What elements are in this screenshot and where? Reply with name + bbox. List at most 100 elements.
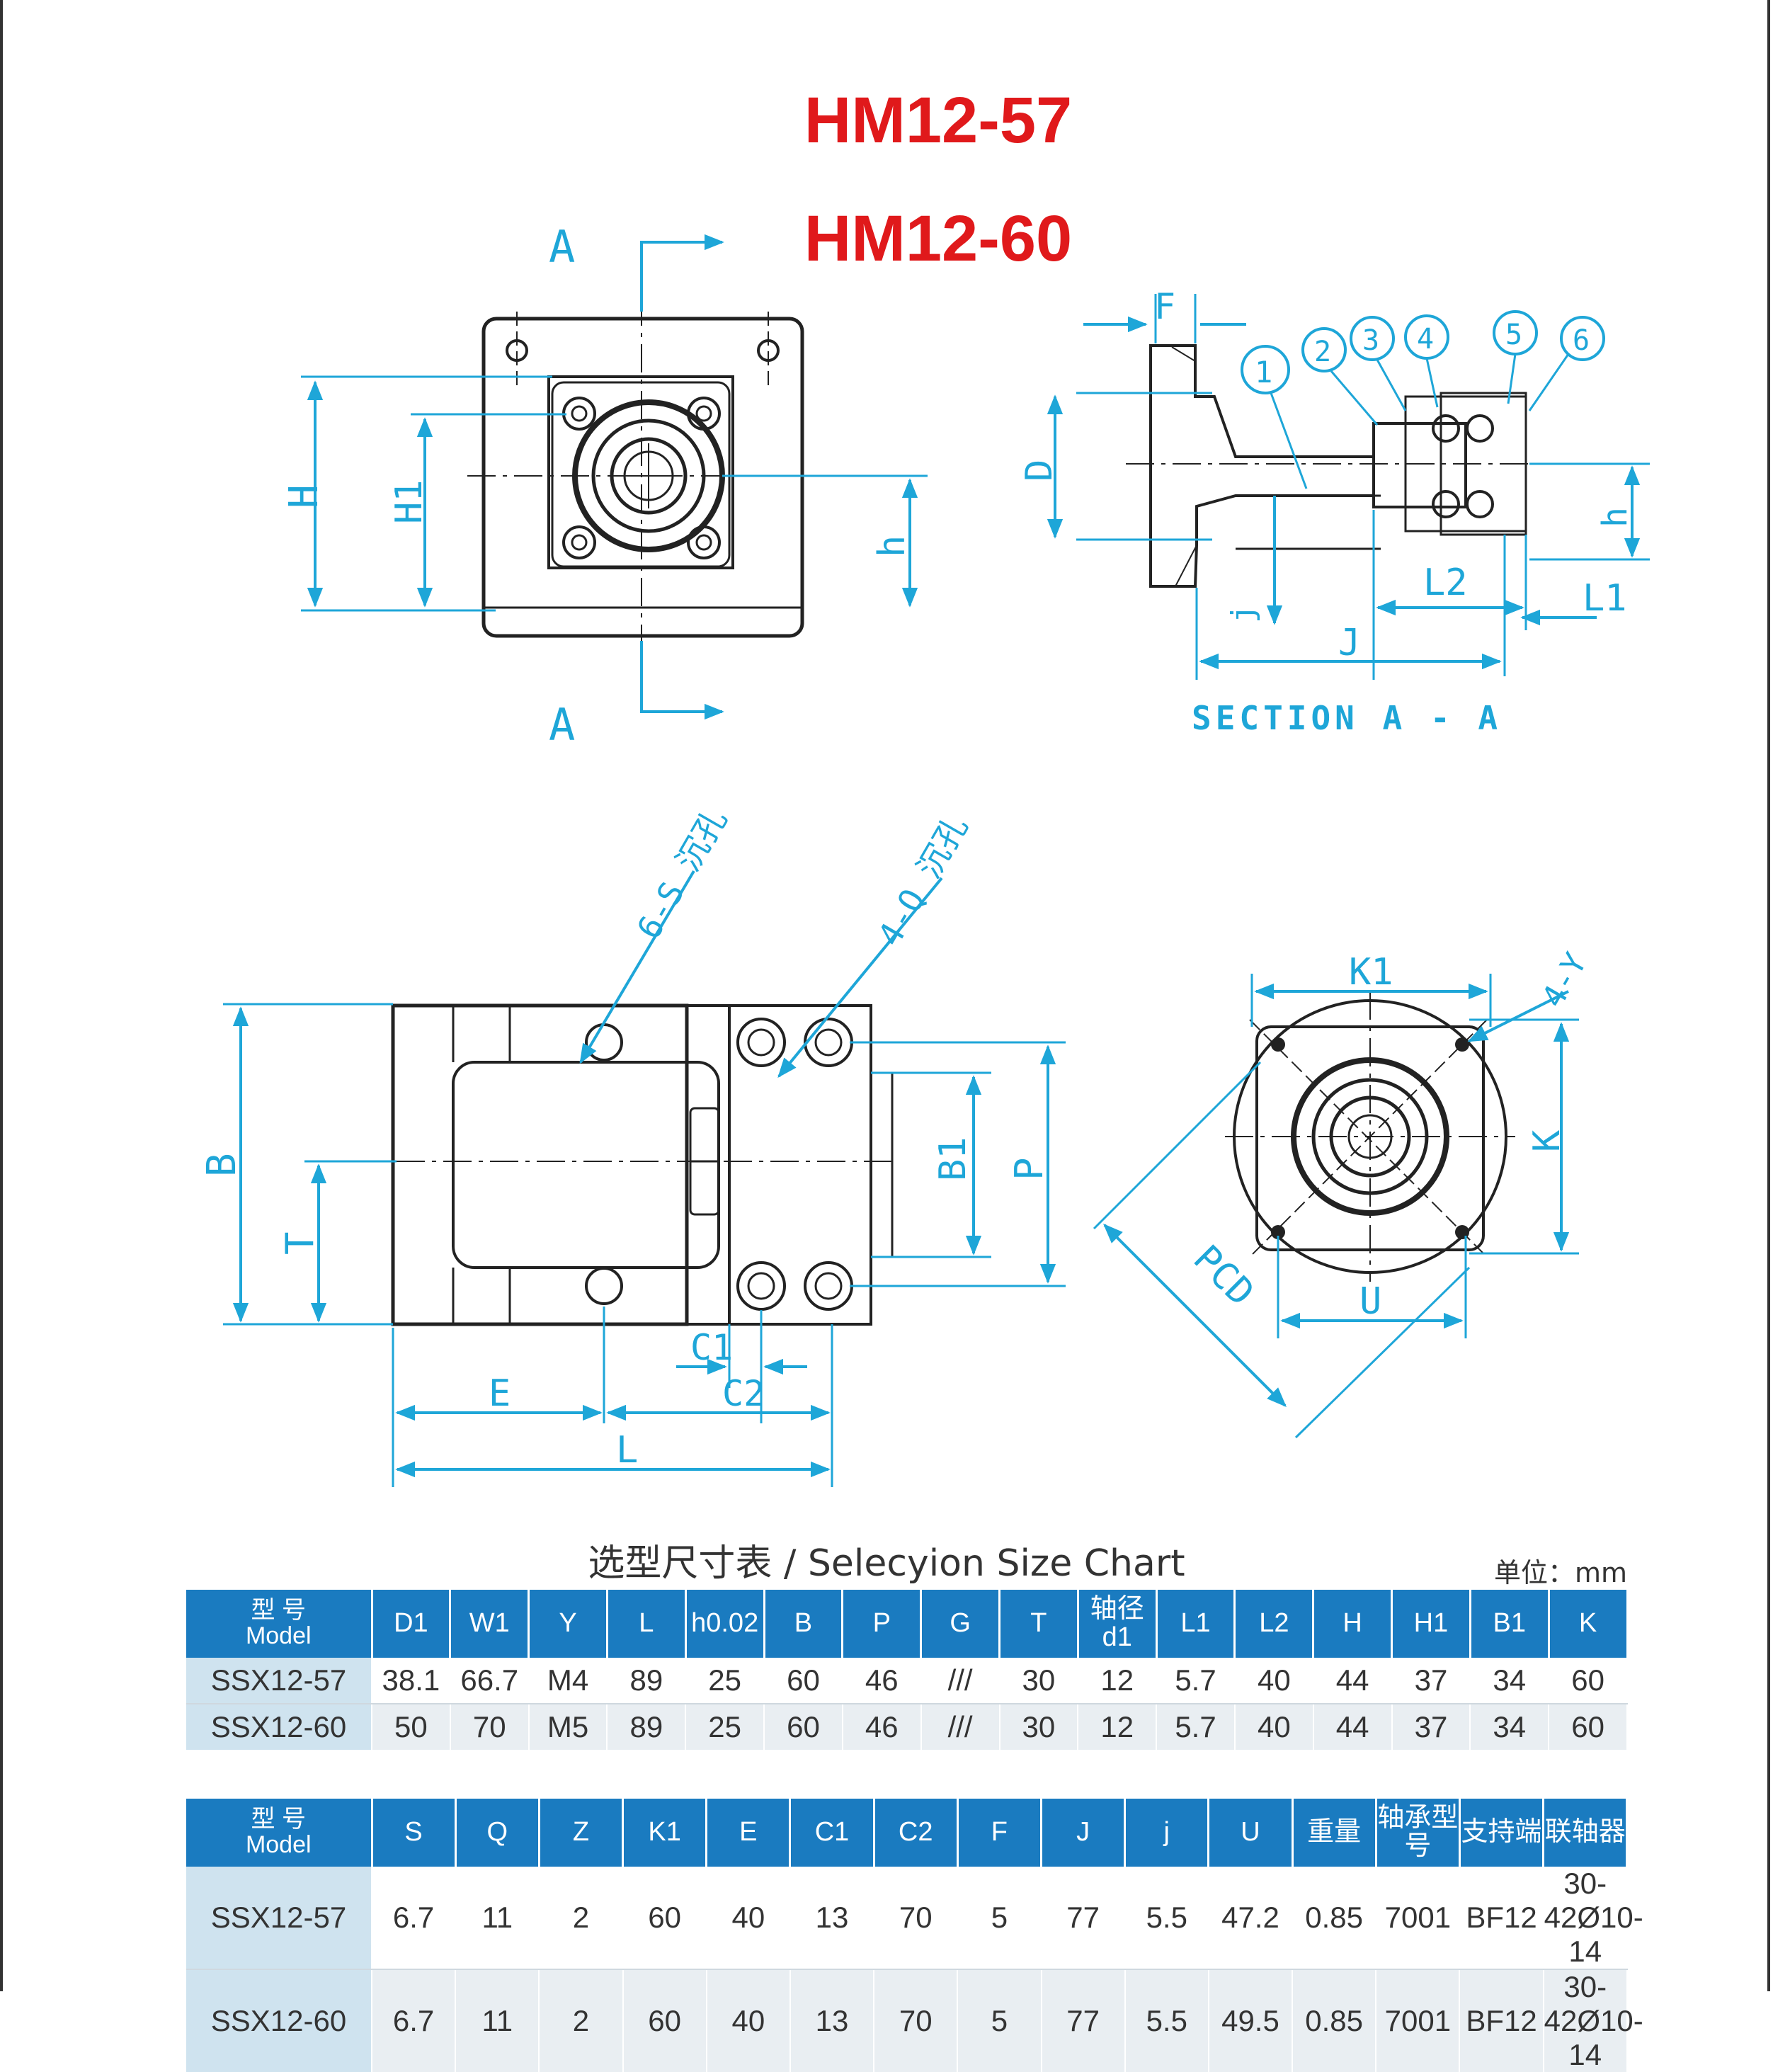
value-cell: 89 (607, 1658, 687, 1704)
value-cell: 11 (455, 1867, 540, 1970)
model-header-line: Model (245, 1831, 312, 1858)
dim-h-front: h (871, 535, 913, 557)
balloon-4: 4 (1417, 323, 1434, 355)
section-mark-top: A (549, 221, 575, 273)
dim-H: H (281, 484, 327, 508)
column-header: C1 (789, 1799, 875, 1867)
section-mark-bottom: A (549, 699, 575, 751)
value-cell: 38.1 (372, 1658, 451, 1704)
column-header: D1 (372, 1590, 452, 1658)
dim-C2: C2 (722, 1373, 765, 1414)
value-cell: 30 (999, 1658, 1079, 1704)
value-cell: 40 (1234, 1704, 1314, 1750)
dim-K1: K1 (1349, 951, 1393, 994)
value-cell: 50 (372, 1704, 451, 1750)
value-cell: 2 (539, 1867, 624, 1970)
value-cell: 5.5 (1124, 1867, 1209, 1970)
column-header: K (1549, 1590, 1629, 1658)
value-cell: 5 (957, 1867, 1042, 1970)
value-cell: 46 (842, 1658, 922, 1704)
value-cell: 60 (1549, 1658, 1628, 1704)
value-cell: 40 (706, 1867, 791, 1970)
value-cell: 5 (957, 1969, 1042, 2072)
value-cell: 6.7 (372, 1867, 457, 1970)
balloon-3: 3 (1362, 324, 1379, 357)
column-header: H (1313, 1590, 1393, 1658)
dim-L: L (616, 1429, 638, 1472)
dim-T: T (278, 1231, 322, 1255)
column-header: C2 (874, 1799, 959, 1867)
column-header: U (1208, 1799, 1294, 1867)
value-cell: M4 (528, 1658, 608, 1704)
dim-L2: L2 (1423, 562, 1468, 604)
column-header: 轴径d1 (1078, 1590, 1158, 1658)
column-header: Q (455, 1799, 540, 1867)
dim-J: J (1338, 622, 1360, 664)
value-cell: M5 (528, 1704, 608, 1750)
value-cell: 25 (685, 1658, 765, 1704)
column-header: h0.02 (685, 1590, 765, 1658)
value-cell: 5.7 (1156, 1658, 1236, 1704)
column-header: 重量 (1292, 1799, 1377, 1867)
value-cell: 12 (1078, 1704, 1158, 1750)
value-cell: 40 (1234, 1658, 1314, 1704)
value-cell: 44 (1313, 1658, 1393, 1704)
column-header: 轴承型号 (1376, 1799, 1461, 1867)
page-frame (0, 0, 1770, 1991)
column-header: P (842, 1590, 923, 1658)
value-cell: 30 (999, 1704, 1079, 1750)
value-cell: 40 (706, 1969, 791, 2072)
balloon-5: 5 (1505, 319, 1522, 351)
value-cell: 89 (607, 1704, 687, 1750)
model-header-line: 型 号 (251, 1597, 306, 1624)
value-cell: 7001 (1376, 1969, 1461, 2072)
value-cell: 30-42Ø10-14 (1543, 1969, 1643, 2072)
title-model-60: HM12-60 (804, 203, 1073, 275)
value-cell: 44 (1313, 1704, 1393, 1750)
column-header: L1 (1156, 1590, 1236, 1658)
value-cell: 6.7 (372, 1969, 457, 2072)
value-cell: BF12 (1459, 1867, 1544, 1970)
value-cell: 5.5 (1124, 1969, 1209, 2072)
value-cell: 70 (450, 1704, 530, 1750)
value-cell: 34 (1470, 1704, 1550, 1750)
size-chart-title: 选型尺寸表 / Selecyion Size Chart (588, 1542, 1185, 1585)
dim-P: P (1007, 1157, 1051, 1180)
value-cell: 60 (622, 1969, 707, 2072)
column-header: Z (539, 1799, 625, 1867)
value-cell: 37 (1391, 1658, 1471, 1704)
column-header: H1 (1391, 1590, 1471, 1658)
section-view: D F j L2 L1 J h SECTION A - A 1 (1018, 286, 1650, 737)
value-cell: 60 (1549, 1704, 1628, 1750)
technical-drawing: A A H H1 h (199, 221, 1650, 1487)
column-header: G (920, 1590, 1000, 1658)
value-cell: 37 (1391, 1704, 1471, 1750)
column-header: B (764, 1590, 844, 1658)
column-header: 联轴器 (1543, 1799, 1629, 1867)
front-view: A A H H1 h (281, 221, 928, 751)
model-cell: SSX12-57 (186, 1658, 372, 1704)
value-cell: 7001 (1376, 1867, 1461, 1970)
value-cell: 13 (789, 1969, 875, 2072)
bottom-view: 6-S 沉孔 4-Q 沉孔 B T B1 P (199, 802, 1066, 1487)
value-cell: 30-42Ø10-14 (1543, 1867, 1643, 1970)
dim-F: F (1154, 286, 1175, 327)
value-cell: 70 (874, 1867, 959, 1970)
dim-j: j (1225, 605, 1261, 624)
dim-B: B (199, 1153, 245, 1177)
value-cell: 60 (622, 1867, 707, 1970)
dim-K: K (1526, 1129, 1568, 1152)
value-cell: 46 (842, 1704, 922, 1750)
value-cell: 0.85 (1292, 1969, 1377, 2072)
dim-C1: C1 (690, 1327, 733, 1368)
value-cell: 34 (1470, 1658, 1550, 1704)
value-cell: 47.2 (1208, 1867, 1294, 1970)
column-header: B1 (1470, 1590, 1550, 1658)
section-caption: SECTION A - A (1192, 699, 1502, 737)
value-cell: /// (920, 1658, 1000, 1704)
